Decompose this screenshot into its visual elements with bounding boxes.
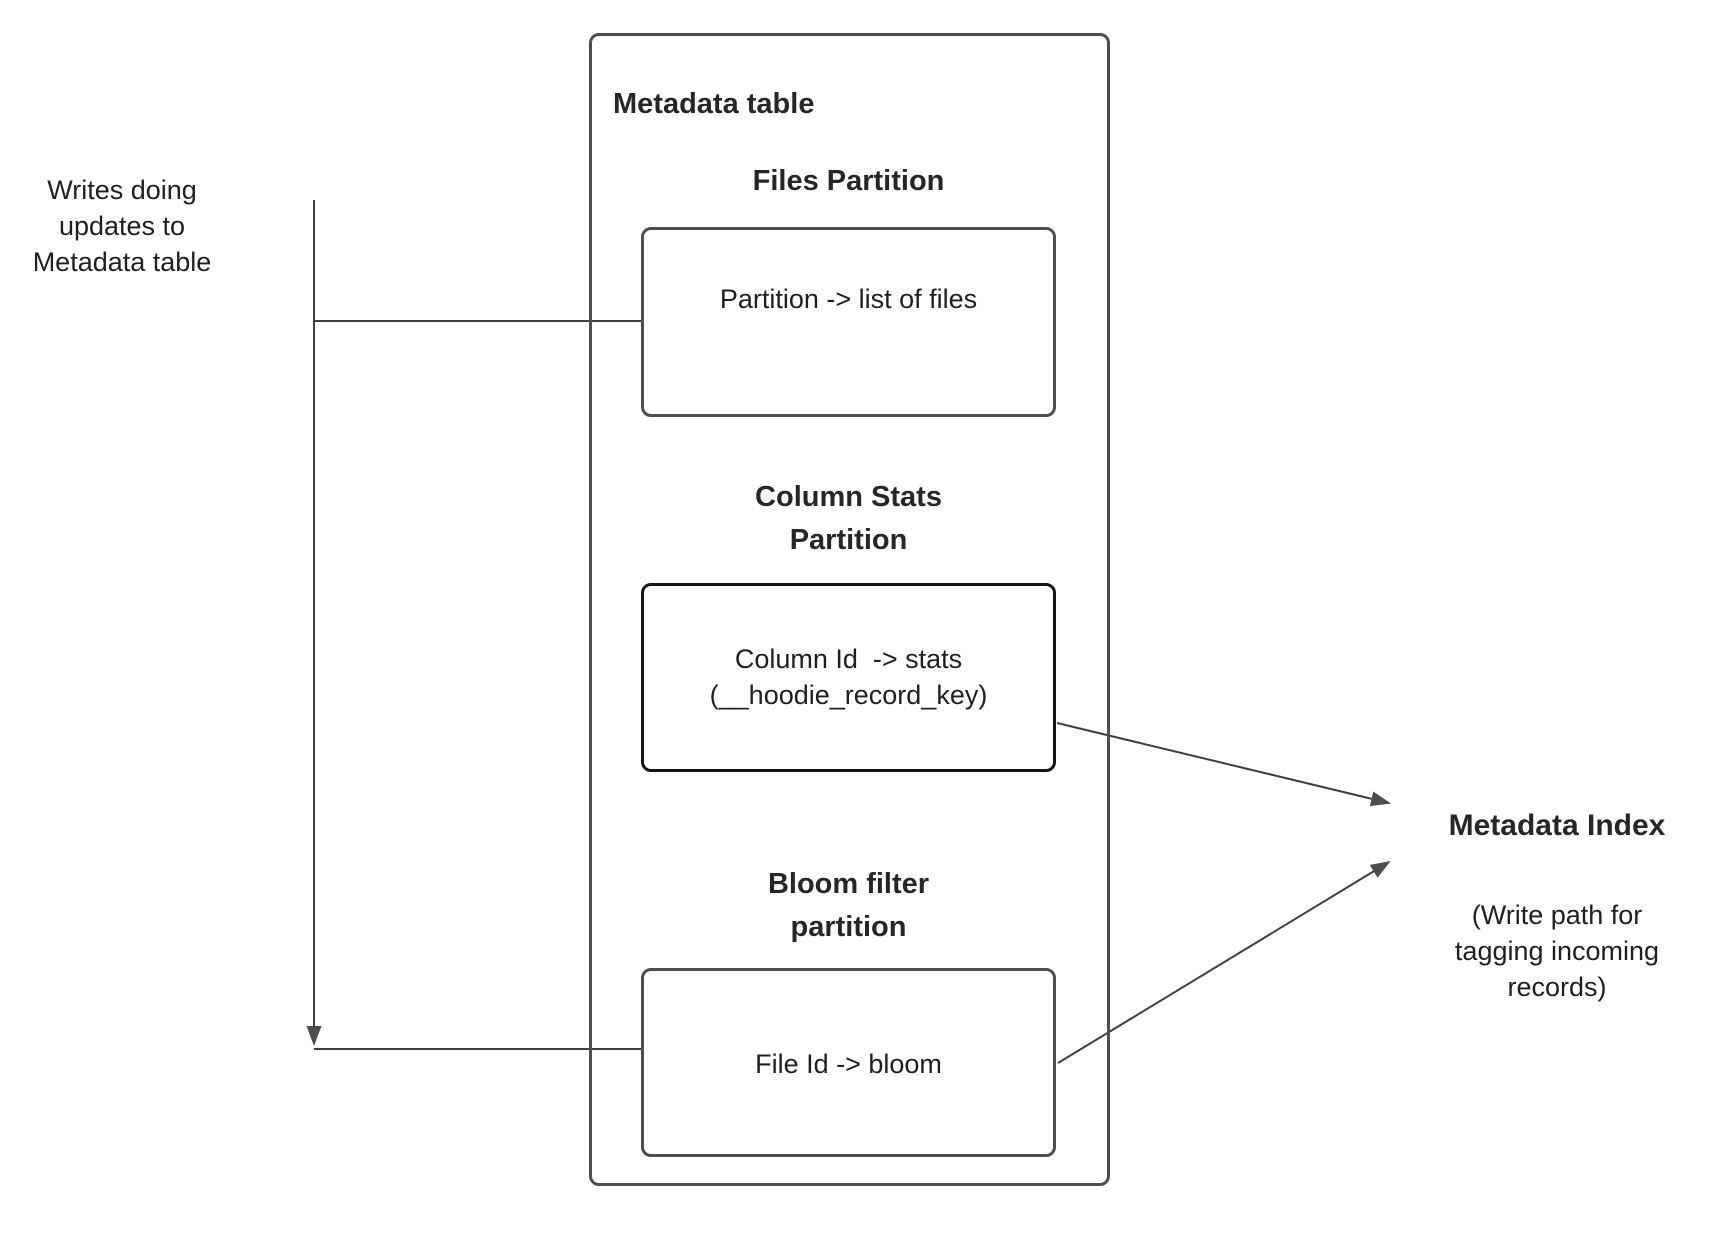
bloom-filter-partition-heading-line: Bloom filter — [767, 868, 930, 900]
column-stats-box-subtext: (__hoodie_record_key) — [709, 680, 988, 710]
writes-updates-label: Writes doing updates to Metadata table — [12, 172, 232, 280]
column-stats-partition-heading-line: Partition — [789, 524, 908, 556]
metadata-index-subtitle: (Write path for tagging incoming records… — [1407, 897, 1707, 1005]
files-partition-box-text: Partition -> list of files — [719, 284, 978, 314]
metadata-table-title: Metadata table — [613, 88, 815, 120]
files-partition-heading-line: Files Partition — [752, 165, 945, 197]
metadata-index-subtitle-line: records) — [1507, 972, 1607, 1002]
metadata-index-title: Metadata Index — [1448, 809, 1666, 842]
metadata-index-subtitle-line: (Write path for — [1471, 900, 1643, 930]
writes-updates-label-line: updates to — [58, 211, 186, 241]
column-stats-box-text: Column Id -> stats — [734, 644, 963, 674]
column-stats-partition-box: Column Id -> stats (__hoodie_record_key) — [641, 583, 1056, 772]
column-stats-partition-heading-line: Column Stats — [755, 481, 942, 513]
bloom-filter-partition-heading-line: partition — [790, 911, 907, 943]
metadata-table-container — [589, 33, 1110, 1186]
writes-updates-label-line: Writes doing — [47, 175, 197, 205]
bloom-filter-partition-box: File Id -> bloom — [641, 968, 1056, 1157]
files-partition-box: Partition -> list of files — [641, 227, 1056, 417]
bloom-filter-partition-heading: Bloom filter partition — [641, 863, 1056, 949]
writes-updates-label-line: Metadata table — [32, 247, 212, 277]
files-partition-heading: Files Partition — [641, 160, 1056, 203]
metadata-index-subtitle-line: tagging incoming — [1454, 936, 1660, 966]
bloom-filter-box-text: File Id -> bloom — [755, 1049, 942, 1079]
column-stats-partition-heading: Column Stats Partition — [641, 476, 1056, 562]
